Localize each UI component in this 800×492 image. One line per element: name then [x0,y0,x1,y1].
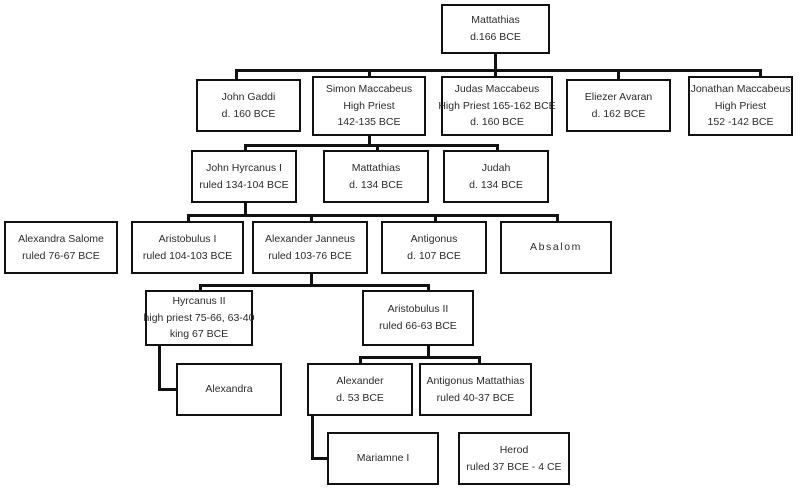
node-antigonus-mattathias: Antigonus Mattathias ruled 40-37 BCE [419,363,532,416]
connector-simon-bus [244,144,497,147]
node-herod: Herod ruled 37 BCE - 4 CE [458,432,570,485]
node-aristobulus-ii: Aristobulus II ruled 66-63 BCE [362,290,474,346]
node-aristobulus-ii-line-1: Aristobulus II [387,303,449,316]
node-mariamne-i-line-1: Mariamne I [356,452,410,465]
connector-mattathias-stem [494,54,497,70]
connector-drop-eliezer [617,69,620,80]
connector-drop-judah [496,144,499,151]
node-jonathan-maccabeus-line-1: Jonathan Maccabeus [690,83,791,96]
node-alexandra-salome: Alexandra Salome ruled 76-67 BCE [4,221,118,274]
node-eliezer-avaran-line-1: Eliezer Avaran [584,90,653,103]
node-aristobulus-i-line-1: Aristobulus I [158,232,217,245]
node-judas-maccabeus-line-3: d. 160 BCE [470,116,524,129]
node-alexandra-salome-line-1: Alexandra Salome [18,232,104,245]
node-alexander-janneus: Alexander Janneus ruled 103-76 BCE [252,221,368,274]
node-john-gaddi: John Gaddi d. 160 BCE [196,79,301,132]
connector-janneus-stem [310,274,313,285]
node-absalom: Absalom [500,221,612,274]
node-judah-line-1: Judah [481,161,511,174]
connector-drop-alexander [359,356,362,364]
connector-drop-john-gaddi [235,69,238,80]
connector-drop-absalom [556,214,559,222]
connector-drop-alexander-janneus [310,214,313,222]
node-alexander-line-1: Alexander [336,374,384,387]
node-hyrcanus-ii: Hyrcanus II high priest 75-66, 63-40 king … [143,290,255,346]
node-mattathias: Mattathias d.166 BCE [441,4,550,54]
node-aristobulus-i: Aristobulus I ruled 104-103 BCE [131,221,244,274]
node-eliezer-avaran-line-2: d. 162 BCE [591,107,646,120]
connector-alexander-stem [311,416,314,459]
node-mattathias-line-1: Mattathias [471,14,520,27]
node-simon-maccabeus-line-3: 142-135 BCE [337,116,401,129]
connector-drop-aristobulus-i [187,214,190,222]
connector-aristobulus-ii-stem [427,346,430,357]
connector-drop-hyrcanus-i [244,144,247,151]
node-alexandra-salome-line-2: ruled 76-67 BCE [22,249,100,262]
connector-hyrcanus-ii-to-alexandra [158,388,178,391]
node-antigonus: Antigonus d. 107 BCE [381,221,487,274]
connector-drop-antigonus [434,214,437,222]
node-john-hyrcanus-i-line-2: ruled 134-104 BCE [199,178,289,191]
connector-hyrcanus-i-stem [244,203,247,215]
connector-drop-hyrcanus-ii [199,284,202,291]
connector-simon-stem [368,136,371,145]
node-alexander: Alexander d. 53 BCE [307,363,413,416]
connector-drop-antigonus-matt [478,356,481,364]
connector-alexander-to-mariamne [311,457,329,460]
node-aristobulus-ii-line-2: ruled 66-63 BCE [379,320,457,332]
connector-hyrcanus-i-bus [187,214,558,217]
connector-janneus-bus [199,284,429,287]
node-absalom-line-1: Absalom [529,241,583,254]
connector-aristobulus-ii-bus [359,356,481,359]
node-john-gaddi-line-2: d. 160 BCE [221,107,276,120]
node-alexander-line-2: d. 53 BCE [336,391,384,404]
node-hyrcanus-ii-line-2: high priest 75-66, 63-40 [143,311,255,324]
node-alexandra-line-1: Alexandra [205,383,253,396]
connector-drop-jonathan [759,69,762,77]
node-john-hyrcanus-i-line-1: John Hyrcanus I [206,161,282,174]
connector-mattathias-bus [235,69,761,72]
node-mattathias-2-line-2: d. 134 BCE [349,178,403,191]
node-mattathias-2: Mattathias d. 134 BCE [323,150,429,203]
node-hyrcanus-ii-line-3: king 67 BCE [169,328,229,341]
node-alexander-janneus-line-1: Alexander Janneus [265,232,355,245]
node-simon-maccabeus-line-2: High Priest [343,99,395,112]
node-judas-maccabeus-line-1: Judas Maccabeus [454,83,540,96]
node-judah: Judah d. 134 BCE [443,150,549,203]
node-eliezer-avaran: Eliezer Avaran d. 162 BCE [566,79,671,132]
node-jonathan-maccabeus-line-3: 152 -142 BCE [707,116,774,129]
connector-hyrcanus-ii-stem [158,346,161,390]
node-aristobulus-i-line-2: ruled 104-103 BCE [142,249,233,262]
node-antigonus-mattathias-line-1: Antigonus Mattathias [426,374,525,387]
node-mattathias-line-2: d.166 BCE [470,31,521,43]
connector-drop-judas [494,69,497,77]
node-alexander-janneus-line-2: ruled 103-76 BCE [268,249,352,262]
node-hyrcanus-ii-line-1: Hyrcanus II [172,295,226,308]
node-herod-line-2: ruled 37 BCE - 4 CE [466,460,562,473]
node-jonathan-maccabeus-line-2: High Priest [714,99,767,112]
connector-drop-simon [368,69,371,77]
connector-drop-aristobulus-ii [427,284,430,291]
node-antigonus-line-2: d. 107 BCE [407,249,461,262]
node-alexandra: Alexandra [176,363,282,416]
node-simon-maccabeus-line-1: Simon Maccabeus [325,83,413,96]
node-mattathias-2-line-1: Mattathias [351,161,401,174]
node-herod-line-1: Herod [499,443,529,456]
node-judah-line-2: d. 134 BCE [469,178,523,191]
node-john-hyrcanus-i: John Hyrcanus I ruled 134-104 BCE [191,150,297,203]
node-antigonus-mattathias-line-2: ruled 40-37 BCE [436,391,515,404]
node-judas-maccabeus-line-2: High Priest 165-162 BCE [438,99,556,112]
node-john-gaddi-line-1: John Gaddi [221,90,276,103]
connector-drop-mattathias-2 [376,144,379,151]
node-mariamne-i: Mariamne I [327,432,439,485]
node-antigonus-line-1: Antigonus [410,232,458,245]
